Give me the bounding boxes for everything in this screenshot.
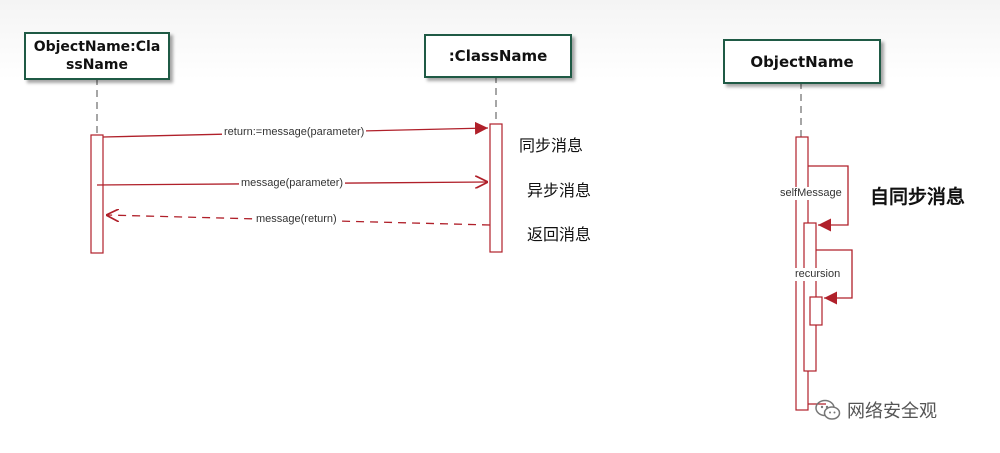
caption-self-sync: 自同步消息 bbox=[870, 186, 966, 208]
self-message-label: selfMessage bbox=[778, 187, 844, 200]
self-message-arrow bbox=[808, 165, 849, 232]
wechat-icon bbox=[815, 399, 841, 421]
sync-message-label: return:=message(parameter) bbox=[222, 126, 367, 139]
watermark-text: 网络安全观 bbox=[847, 401, 937, 422]
object-label-left: ObjectName:ClassName bbox=[33, 39, 161, 73]
watermark: 网络安全观 bbox=[815, 397, 937, 423]
object-label-right: ObjectName bbox=[750, 52, 854, 71]
caption-sync: 同步消息 bbox=[519, 136, 584, 155]
object-box-left: ObjectName:ClassName bbox=[24, 32, 170, 80]
recursion-arrow bbox=[816, 249, 853, 305]
activation-left bbox=[90, 134, 104, 254]
caption-async: 异步消息 bbox=[527, 181, 592, 200]
return-message-label: message(return) bbox=[254, 213, 339, 226]
activation-right-recursion bbox=[809, 296, 823, 326]
object-box-right: ObjectName bbox=[723, 39, 881, 84]
object-label-middle: :ClassName bbox=[448, 47, 548, 65]
recursion-label: recursion bbox=[793, 268, 843, 281]
activation-middle bbox=[489, 123, 503, 253]
object-box-middle: :ClassName bbox=[424, 34, 572, 78]
async-message-label: message(parameter) bbox=[239, 177, 346, 190]
caption-return: 返回消息 bbox=[527, 225, 592, 244]
